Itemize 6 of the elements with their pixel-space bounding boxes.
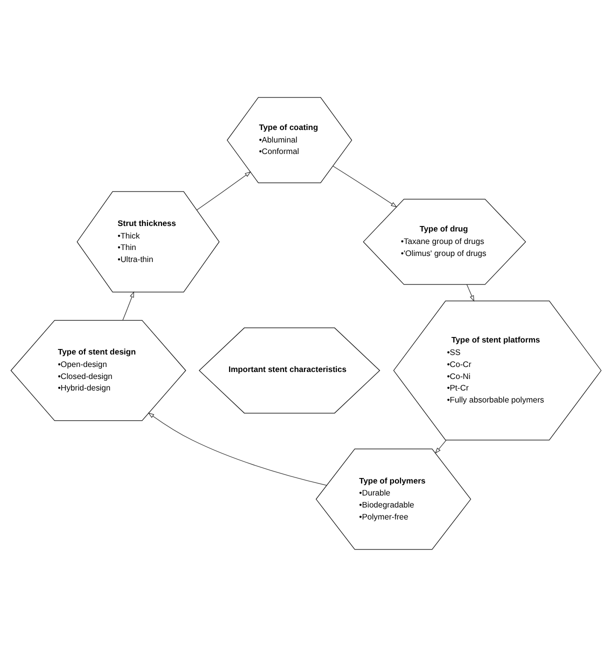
arrow [466,284,474,302]
arrow [196,170,252,210]
arrow [434,439,447,454]
arrow [122,290,134,320]
arrow [332,165,398,207]
arrow [148,412,327,486]
